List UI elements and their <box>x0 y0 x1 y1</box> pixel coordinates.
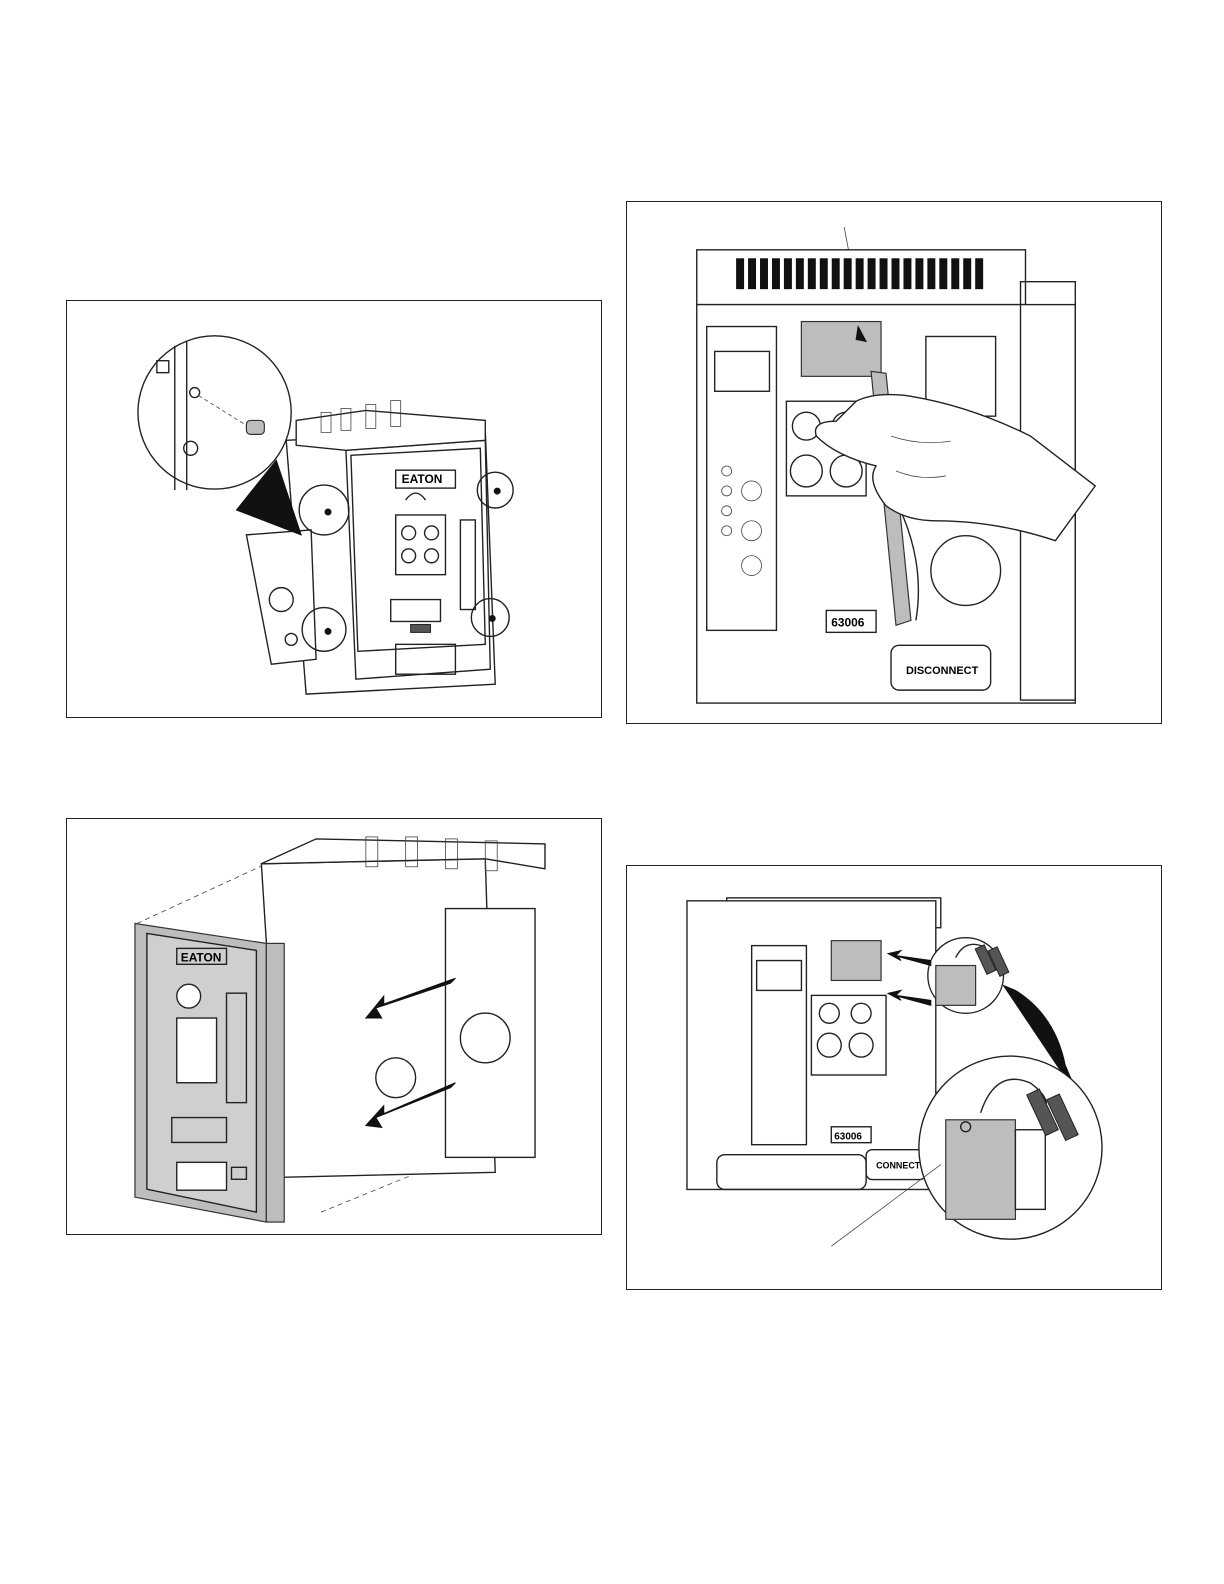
magnified-detail-icon <box>138 336 291 489</box>
front-cover-illustration: EATON <box>67 819 601 1234</box>
connect-label: CONNECT <box>876 1161 921 1171</box>
model-code-label: 63006 <box>831 615 865 629</box>
accessory-installation-illustration: 63006 CONNECT <box>627 866 1161 1289</box>
hand-pull-illustration: 63006 DISCONNECT <box>627 202 1161 723</box>
model-code-label-br: 63006 <box>834 1132 862 1143</box>
accessory-module <box>801 322 881 377</box>
breaker-screw-illustration: EATON <box>67 301 601 717</box>
logo-text: EATON <box>402 472 443 486</box>
figure-front-cover-removal: EATON <box>66 818 602 1235</box>
accessory-module <box>946 1120 1016 1220</box>
figure-hand-pull-tab: 63006 DISCONNECT <box>626 201 1162 724</box>
trip-unit-panel <box>707 327 777 631</box>
figure-breaker-screw-removal: EATON <box>66 300 602 718</box>
figure-accessory-installation: 63006 CONNECT <box>626 865 1162 1290</box>
front-cover-logo-text: EATON <box>181 950 222 964</box>
disconnect-label: DISCONNECT <box>906 665 979 677</box>
